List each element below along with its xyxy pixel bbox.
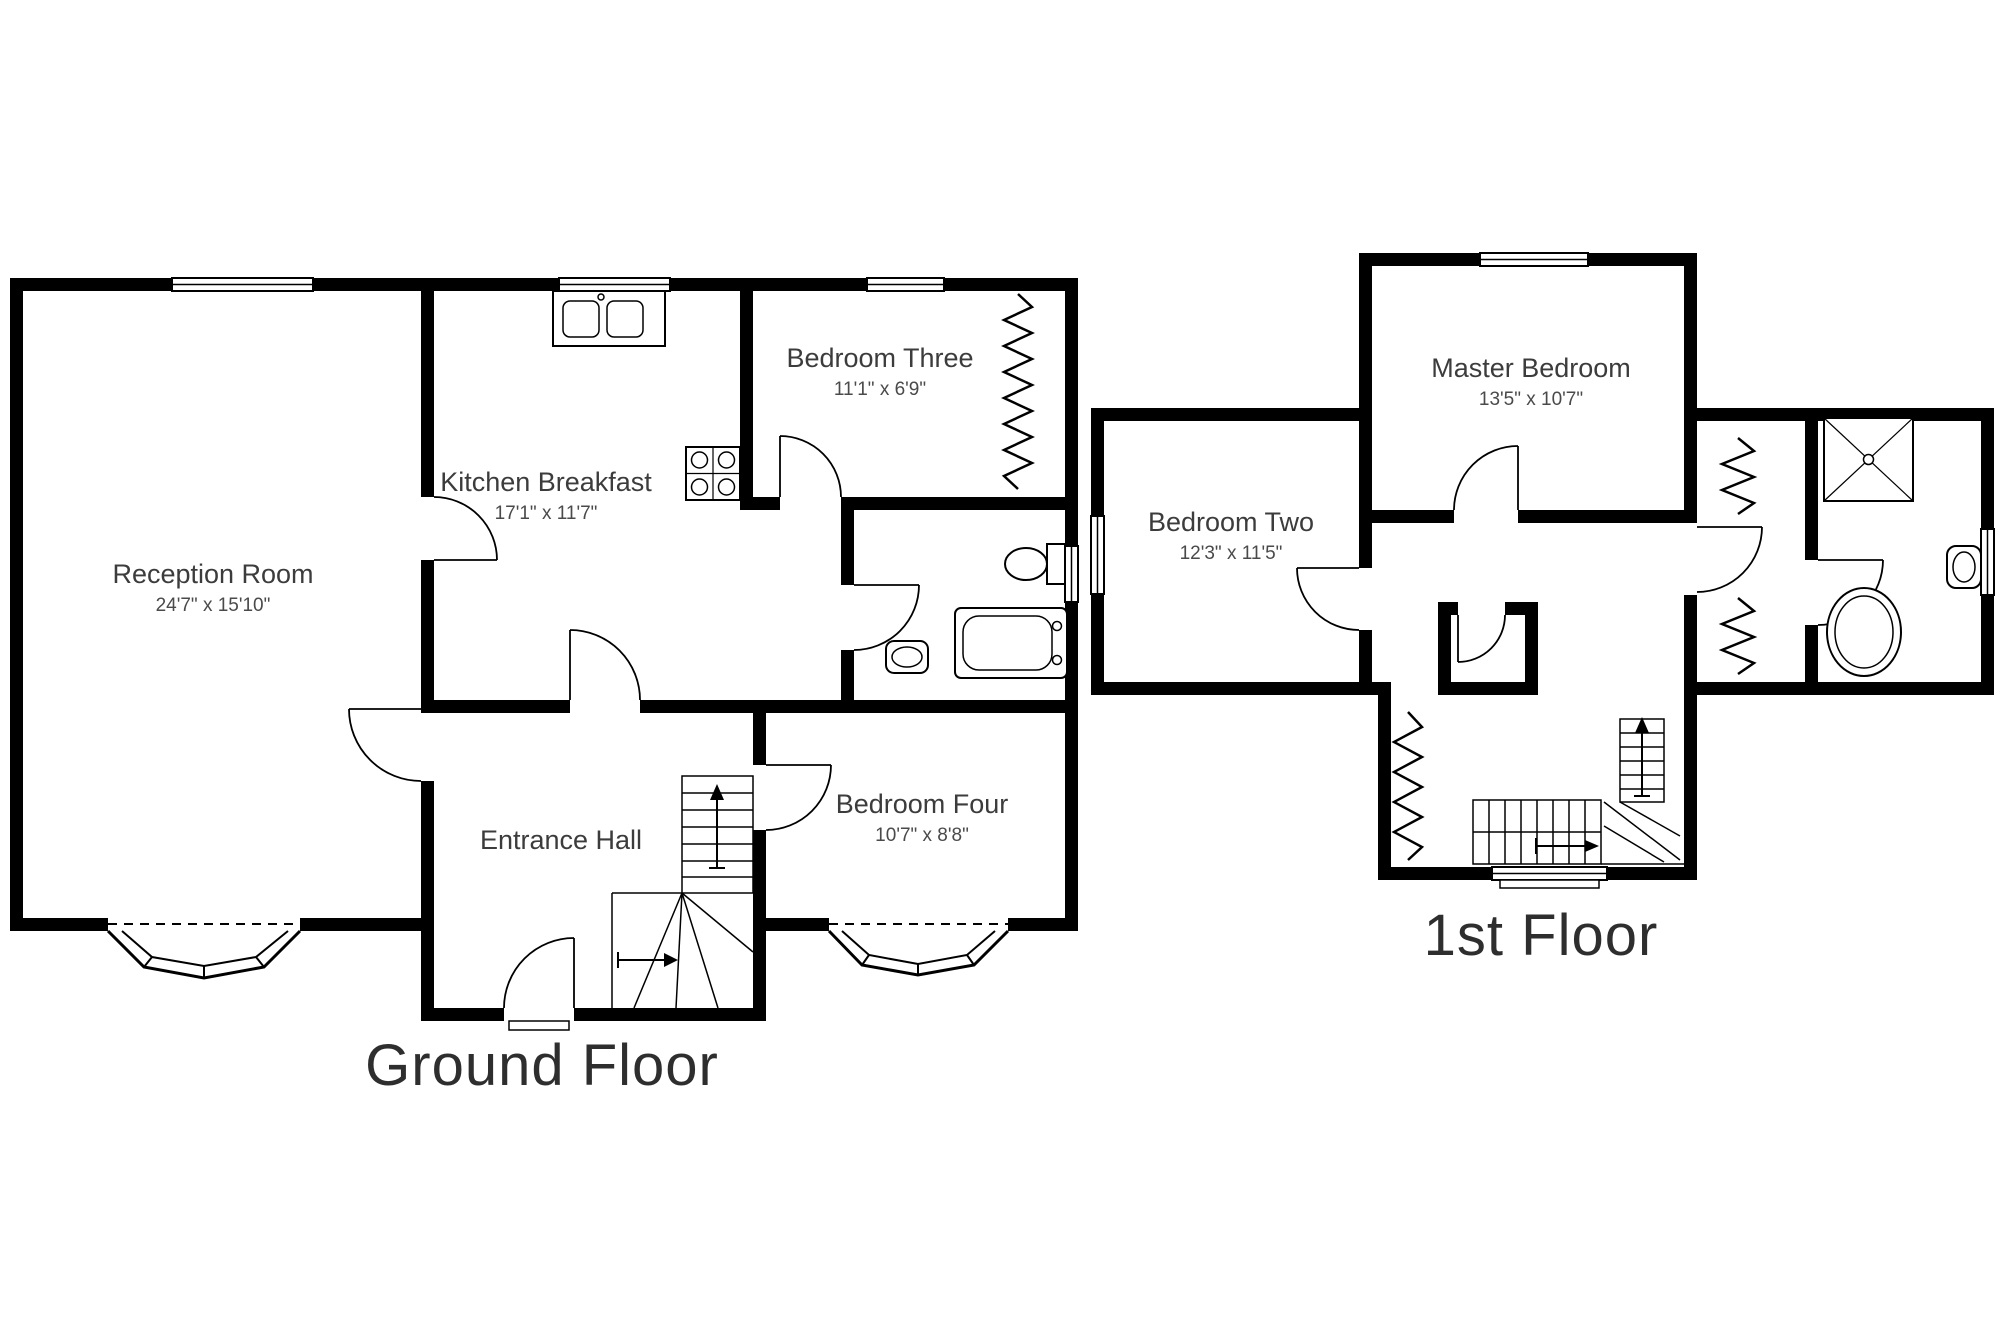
room-name: Bedroom Two [1147,507,1315,537]
toilet-cistern [1046,543,1066,585]
room-name: Entrance Hall [479,825,643,855]
ground-walls [10,278,1078,1021]
first-door-arcs [1296,445,1884,663]
landing-zigzag [1391,711,1425,861]
room-dims: 17'1" x 11'7" [494,502,598,524]
room-name: Kitchen Breakfast [440,467,652,497]
toilet-icon [1004,547,1048,581]
first-floor-plan [1090,252,1995,889]
room-name: Bedroom Four [835,789,1009,819]
hob-icon [685,446,741,501]
room-label-reception-room: Reception Room 24'7" x 15'10" [112,559,314,617]
eaves-zigzag [1001,293,1035,490]
room-label-bedroom-three: Bedroom Three 11'1" x 6'9" [786,343,974,401]
first-walls [1091,253,1994,880]
room-dims: 11'1" x 6'9" [833,378,927,400]
room-name: Master Bedroom [1431,353,1631,383]
room-label-entrance-hall: Entrance Hall [479,825,643,861]
first-bath-icon [1826,587,1902,677]
room-label-bedroom-four: Bedroom Four 10'7" x 8'8" [835,789,1009,847]
wardrobe-zigzag-top [1718,437,1758,516]
room-dims: 10'7" x 8'8" [875,824,969,846]
ground-windows [171,277,1079,603]
room-name: Reception Room [112,559,314,589]
ground-door-arcs [348,435,920,1009]
first-staircase [1472,717,1684,865]
bedroom-four-bay-window [827,923,1010,977]
wardrobe-zigzag-bottom [1718,597,1758,676]
kitchen-sink-icon [552,290,666,347]
shower-icon [1823,417,1914,502]
room-name: Bedroom Three [786,343,974,373]
landing-window-sill [1499,879,1600,889]
ground-staircase [611,775,754,1009]
room-label-bedroom-two: Bedroom Two 12'3" x 11'5" [1147,507,1315,565]
first-basin-icon [1946,545,1982,589]
room-dims: 12'3" x 11'5" [1179,542,1283,564]
floor-title-ground: Ground Floor [365,1033,719,1098]
room-label-master-bedroom: Master Bedroom 13'5" x 10'7" [1431,353,1631,411]
reception-bay-window [106,923,302,980]
first-windows [1090,252,1995,881]
ground-bathroom-fixtures [885,543,1068,679]
ground-floor-plan [10,277,1079,1031]
room-dims: 24'7" x 15'10" [155,594,271,616]
floor-title-first: 1st Floor [1423,903,1659,968]
room-dims: 13'5" x 10'7" [1478,388,1584,410]
room-label-kitchen-breakfast: Kitchen Breakfast 17'1" x 11'7" [440,467,652,525]
front-door-step [508,1020,570,1031]
